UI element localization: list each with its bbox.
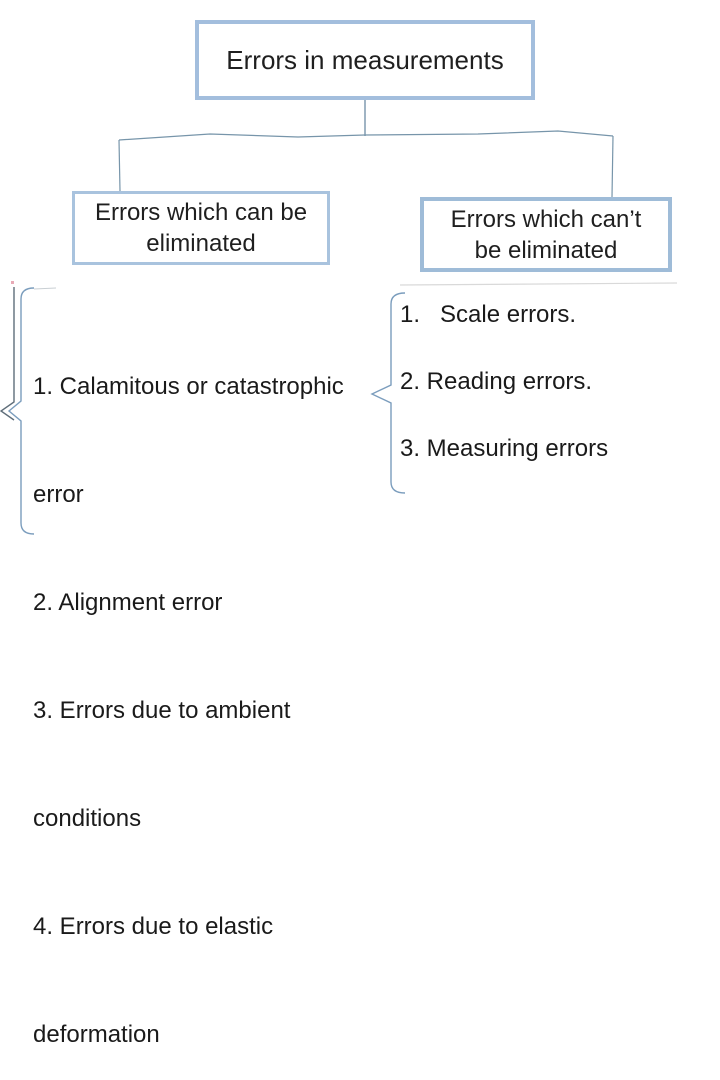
right-list-item: 1. Scale errors.	[400, 301, 577, 328]
right-list-item: 2. Reading errors.	[400, 368, 593, 395]
left-list-line: error	[33, 481, 84, 508]
left-brace-top-dash	[33, 287, 57, 290]
connector-left-drop	[118, 139, 121, 192]
left-node-label-line1: Errors which can be	[94, 199, 308, 226]
left-node-label-line2: eliminated	[146, 230, 256, 257]
connector-horizontal	[118, 130, 614, 141]
left-node-box: Errors which can be eliminated	[72, 191, 330, 265]
left-list-line: 2. Alignment error	[33, 589, 223, 616]
left-list-line: conditions	[33, 805, 142, 832]
right-node-box: Errors which can’t be eliminated	[420, 197, 672, 272]
artifact-dot	[11, 281, 14, 284]
right-node-label-line1: Errors which can’t	[450, 205, 642, 233]
left-list-line: 3. Errors due to ambient	[33, 697, 291, 724]
faint-line	[399, 282, 678, 286]
left-error-list: 1. Calamitous or catastrophic error 2. A…	[33, 297, 344, 1080]
connector-right-drop	[611, 135, 614, 198]
left-list-line: 4. Errors due to elastic	[33, 913, 274, 940]
left-list-line: deformation	[33, 1021, 160, 1048]
left-list-line: 1. Calamitous or catastrophic	[33, 373, 344, 400]
right-node-label-line2: be eliminated	[474, 236, 618, 264]
left-list-outer-brace	[0, 287, 15, 421]
right-list-item: 3. Measuring errors	[400, 435, 609, 462]
root-node-label: Errors in measurements	[226, 44, 504, 75]
root-node-box: Errors in measurements	[195, 20, 535, 100]
left-list-brace	[7, 287, 35, 535]
right-error-list: 1. Scale errors. 2. Reading errors. 3. M…	[400, 301, 608, 462]
